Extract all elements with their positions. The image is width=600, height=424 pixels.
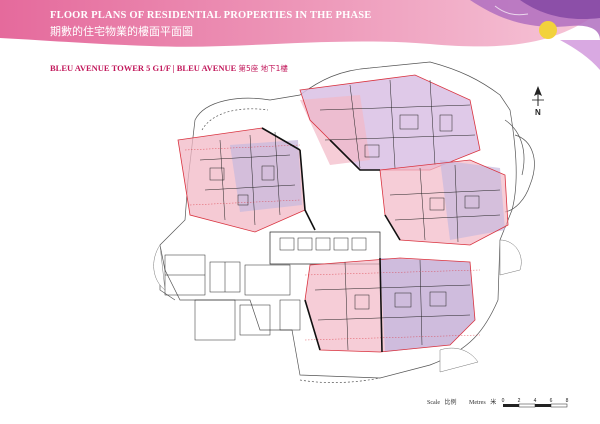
page-title: FLOOR PLANS OF RESIDENTIAL PROPERTIES IN… [50, 10, 372, 21]
scale-tick-label: 4 [533, 398, 536, 404]
core-lobby [269, 231, 381, 265]
scale-tick-label: 0 [501, 398, 504, 404]
scale-label: Scale [427, 400, 440, 407]
unit-block-north-east [299, 74, 481, 171]
structural-walls [261, 127, 401, 353]
scale-units-chinese: 米 [490, 399, 497, 407]
scale-bar: Scale 比例 Metres 米 0 2 4 6 8 [427, 396, 573, 410]
unit-block-west [177, 127, 306, 233]
scale-label-chinese: 比例 [444, 399, 457, 407]
subtitle-english: BLEU AVENUE TOWER 5 G1/F | BLEU AVENUE [50, 63, 237, 73]
scale-tick-label: 8 [565, 398, 568, 404]
site-outline [159, 61, 535, 383]
scale-ruler: 0 2 4 6 8 [501, 398, 568, 408]
north-arrow-icon [532, 86, 544, 106]
floor-subtitle: BLEU AVENUE TOWER 5 G1/F | BLEU AVENUE 第… [50, 63, 288, 74]
unit-block-east [379, 159, 509, 246]
service-area-west [164, 254, 301, 341]
scale-units: Metres [469, 400, 486, 407]
page-title-chinese: 期數的住宅物業的樓面平面圖 [50, 25, 193, 38]
page-header: FLOOR PLANS OF RESIDENTIAL PROPERTIES IN… [0, 0, 600, 70]
north-label: N [535, 108, 541, 117]
header-banner [0, 0, 600, 70]
scale-tick-label: 6 [549, 398, 552, 404]
scale-tick-label: 2 [517, 398, 520, 404]
landscape-features [153, 239, 522, 373]
unit-block-south [304, 257, 481, 353]
subtitle-chinese: 第5座 地下1樓 [238, 64, 288, 73]
